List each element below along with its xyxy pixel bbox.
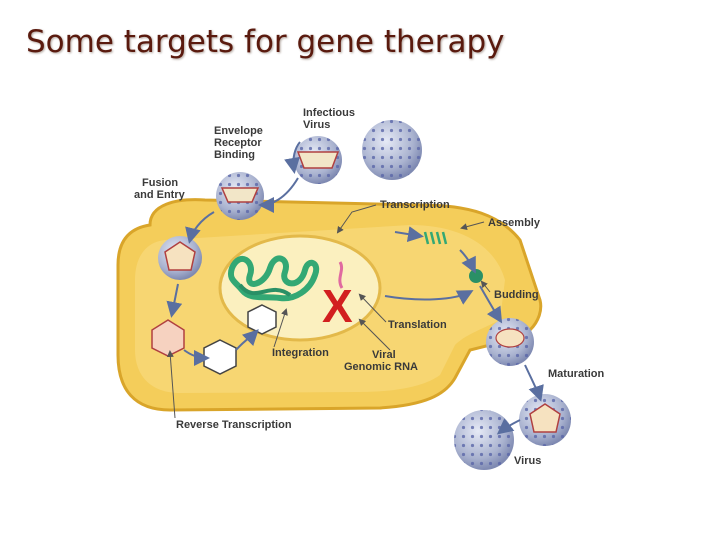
fusion-virion: [216, 172, 264, 220]
label-virus: Virus: [514, 455, 541, 467]
label-fusion-entry: Fusion and Entry: [134, 177, 186, 201]
viral-rna-strand: [338, 261, 344, 289]
label-transcription: Transcription: [380, 199, 450, 211]
infectious-virion: [362, 120, 422, 180]
lifecycle-arrows: [166, 141, 544, 435]
label-viral-rna: Viral Genomic RNA: [344, 349, 418, 373]
assembly-proteins: [423, 231, 448, 245]
block-mark: X: [322, 280, 353, 332]
label-assembly: Assembly: [488, 217, 541, 229]
slide-title: Some targets for gene therapy: [26, 24, 505, 60]
label-budding: Budding: [494, 289, 539, 301]
capsid-nuclear: [247, 304, 277, 335]
entry-vesicle: [158, 236, 202, 280]
label-reverse-transcription: Reverse Transcription: [176, 419, 292, 431]
binding-virion: [294, 136, 342, 184]
mature-virion: [519, 394, 571, 446]
host-dna: [228, 255, 320, 302]
host-dna-strand: [238, 283, 292, 297]
capsid-rt: [203, 339, 237, 375]
label-translation: Translation: [388, 319, 447, 331]
assembling-core: [469, 269, 483, 283]
label-pointers: [166, 204, 491, 419]
released-virion: [454, 410, 514, 470]
budding-virion: [486, 318, 534, 366]
label-infectious-virus: Infectious Virus: [303, 107, 358, 131]
label-integration: Integration: [272, 347, 329, 359]
label-maturation: Maturation: [548, 368, 605, 380]
label-envelope-binding: Envelope Receptor Binding: [214, 125, 266, 161]
